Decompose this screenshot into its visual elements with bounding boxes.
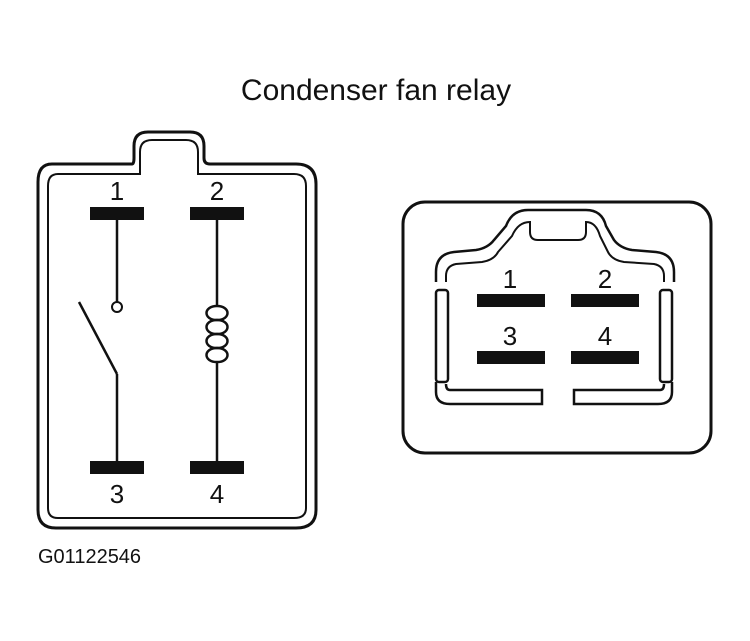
diagram-title: Condenser fan relay [241, 74, 511, 107]
connector-terminal-3 [477, 351, 545, 364]
connector-key-inner [445, 220, 665, 282]
connector-terminal-4 [571, 351, 639, 364]
schematic-pin-label-3: 3 [110, 479, 124, 509]
schematic-terminal-4 [190, 461, 244, 474]
connector-pin-label-2: 2 [598, 264, 612, 294]
connector-body [401, 200, 713, 455]
schematic-pin-label-1: 1 [110, 176, 124, 206]
relay-connector [401, 200, 713, 455]
connector-key-outer [434, 208, 676, 282]
figure-code: G01122546 [38, 546, 141, 568]
schematic-terminal-3 [90, 461, 144, 474]
relay-schematic [36, 130, 318, 530]
schematic-terminal-2 [190, 207, 244, 220]
schematic-pin-label-2: 2 [210, 176, 224, 206]
schematic-housing-outer [36, 130, 318, 530]
connector-bottom-left [434, 382, 544, 406]
connector-latch-right [658, 288, 674, 384]
connector-terminal-2 [571, 294, 639, 307]
connector-terminal-1 [477, 294, 545, 307]
relay-coil [205, 220, 229, 461]
connector-bottom-right [572, 382, 674, 406]
schematic-pin-label-4: 4 [210, 479, 224, 509]
connector-pin-label-4: 4 [598, 321, 612, 351]
connector-pin-label-1: 1 [503, 264, 517, 294]
connector-pin-label-3: 3 [503, 321, 517, 351]
relay-switch [77, 220, 123, 461]
schematic-housing-inner [47, 139, 307, 519]
schematic-terminal-1 [90, 207, 144, 220]
connector-latch-left [434, 288, 450, 384]
